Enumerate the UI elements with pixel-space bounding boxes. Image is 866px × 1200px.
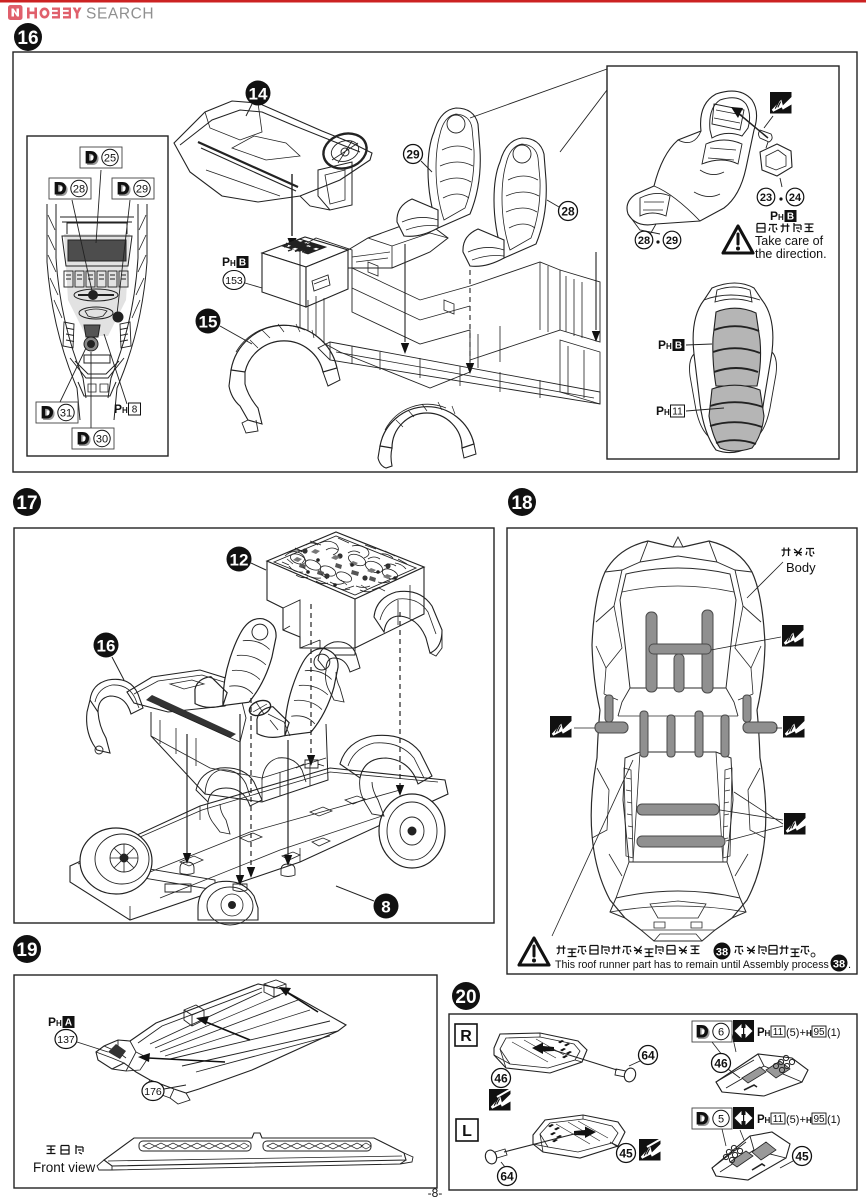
svg-text:(1): (1) xyxy=(827,1114,840,1126)
svg-text:H: H xyxy=(664,408,670,417)
svg-text:P: P xyxy=(757,1027,765,1039)
svg-text:30: 30 xyxy=(96,434,108,446)
svg-text:45: 45 xyxy=(619,1147,633,1161)
svg-text:28: 28 xyxy=(638,235,650,247)
svg-text:-8-: -8- xyxy=(428,1186,443,1200)
svg-text:SEARCH: SEARCH xyxy=(86,6,154,23)
svg-text:H: H xyxy=(122,406,128,415)
svg-text:29: 29 xyxy=(136,184,148,196)
svg-text:P: P xyxy=(222,255,230,269)
svg-text:8: 8 xyxy=(381,898,390,917)
svg-text:11: 11 xyxy=(773,1114,784,1125)
svg-text:Take care of: Take care of xyxy=(755,234,824,248)
svg-text:This roof runner part has to r: This roof runner part has to remain unti… xyxy=(555,959,829,971)
svg-text:5: 5 xyxy=(718,1114,724,1126)
svg-text:D: D xyxy=(696,1022,708,1041)
svg-text:14: 14 xyxy=(249,85,268,104)
svg-text:D: D xyxy=(119,181,131,200)
svg-text:D: D xyxy=(698,1111,710,1130)
svg-text:B: B xyxy=(239,258,246,269)
svg-text:176: 176 xyxy=(144,1086,162,1098)
svg-text:6: 6 xyxy=(718,1027,724,1039)
svg-text:8: 8 xyxy=(132,405,138,416)
svg-text:L: L xyxy=(462,1123,472,1140)
svg-text:46: 46 xyxy=(714,1057,728,1071)
svg-text:137: 137 xyxy=(57,1034,75,1046)
svg-text:45: 45 xyxy=(795,1150,809,1164)
svg-text:95: 95 xyxy=(813,1027,825,1038)
svg-text:18: 18 xyxy=(511,493,532,514)
svg-text:95: 95 xyxy=(813,1114,825,1125)
svg-text:(5)+: (5)+ xyxy=(786,1114,806,1126)
svg-text:D: D xyxy=(56,181,68,200)
svg-text:D: D xyxy=(87,150,99,169)
svg-text:H: H xyxy=(230,259,236,268)
svg-text:H: H xyxy=(778,213,784,222)
svg-text:29: 29 xyxy=(406,148,420,162)
svg-text:Body: Body xyxy=(786,560,816,575)
svg-text:153: 153 xyxy=(225,275,243,287)
svg-text:11: 11 xyxy=(773,1027,784,1038)
svg-text:P: P xyxy=(656,404,664,418)
svg-text:H: H xyxy=(666,342,672,351)
svg-text:20: 20 xyxy=(455,987,476,1008)
svg-text:25: 25 xyxy=(104,153,116,165)
svg-text:.: . xyxy=(848,959,851,971)
svg-text:B: B xyxy=(787,212,794,223)
svg-text:D: D xyxy=(77,429,89,448)
svg-text:(1): (1) xyxy=(827,1027,840,1039)
svg-text:D: D xyxy=(85,148,97,167)
svg-text:P: P xyxy=(770,209,778,223)
svg-text:64: 64 xyxy=(500,1170,514,1184)
svg-text:(5)+: (5)+ xyxy=(786,1027,806,1039)
svg-text:D: D xyxy=(79,431,91,450)
svg-text:R: R xyxy=(460,1028,472,1045)
svg-text:23: 23 xyxy=(760,192,772,204)
svg-text:28: 28 xyxy=(73,184,85,196)
svg-text:19: 19 xyxy=(16,940,37,961)
svg-text:the direction.: the direction. xyxy=(755,247,827,261)
svg-text:11: 11 xyxy=(672,407,683,418)
svg-text:A: A xyxy=(65,1018,72,1029)
svg-text:38: 38 xyxy=(716,947,728,959)
svg-text:H: H xyxy=(806,1116,812,1125)
svg-text:P: P xyxy=(658,338,666,352)
svg-text:29: 29 xyxy=(666,235,678,247)
svg-text:D: D xyxy=(41,403,53,422)
svg-text:46: 46 xyxy=(494,1072,508,1086)
svg-text:16: 16 xyxy=(17,28,38,49)
svg-text:D: D xyxy=(54,179,66,198)
svg-text:17: 17 xyxy=(16,493,37,514)
svg-text:15: 15 xyxy=(199,313,218,332)
svg-text:P: P xyxy=(757,1114,765,1126)
svg-text:64: 64 xyxy=(641,1049,655,1063)
svg-text:38: 38 xyxy=(833,959,845,971)
svg-text:28: 28 xyxy=(561,205,575,219)
svg-text:Front view: Front view xyxy=(33,1160,96,1175)
svg-text:P: P xyxy=(114,402,122,416)
svg-text:B: B xyxy=(675,341,682,352)
svg-text:P: P xyxy=(48,1015,56,1029)
svg-text:D: D xyxy=(43,405,55,424)
svg-text:H: H xyxy=(56,1019,62,1028)
svg-text:12: 12 xyxy=(230,551,249,570)
svg-text:H: H xyxy=(765,1116,771,1125)
svg-text:H: H xyxy=(806,1029,812,1038)
svg-text:D: D xyxy=(698,1024,710,1043)
svg-text:24: 24 xyxy=(789,192,802,204)
svg-text:H: H xyxy=(765,1029,771,1038)
svg-text:D: D xyxy=(117,179,129,198)
svg-text:31: 31 xyxy=(60,408,72,420)
svg-text:D: D xyxy=(696,1109,708,1128)
svg-text:16: 16 xyxy=(97,637,116,656)
